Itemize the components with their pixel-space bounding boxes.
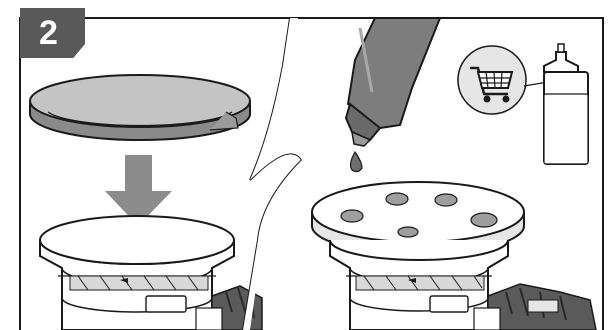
- motor-body-left: [40, 216, 262, 330]
- cap-disc: [30, 75, 250, 140]
- oil-dot: [386, 193, 408, 205]
- oil-dot: [435, 194, 457, 206]
- oil-drop: [351, 152, 362, 172]
- oil-dot: [471, 213, 497, 227]
- oil-dot: [341, 210, 363, 222]
- oil-bottle-tilted: [346, 18, 440, 146]
- oil-dot: [398, 227, 418, 237]
- step-number-badge: 2: [20, 8, 85, 58]
- oil-bottle-upright: [544, 44, 588, 164]
- motor-body-right: [330, 240, 596, 330]
- shopping-cart-icon: [458, 46, 548, 114]
